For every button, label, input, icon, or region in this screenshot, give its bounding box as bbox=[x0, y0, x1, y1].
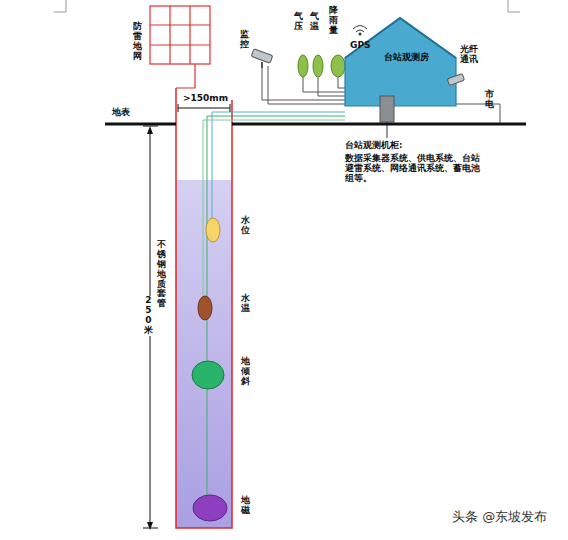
steel-casing bbox=[176, 88, 232, 528]
tilt-sensor bbox=[192, 361, 224, 389]
house-box: 台站观测房 bbox=[383, 52, 429, 62]
magnetic-sensor bbox=[193, 495, 227, 521]
part-label: 防雷地网 bbox=[133, 22, 142, 62]
part-label: 水位 bbox=[241, 216, 250, 236]
part-label: >150mm bbox=[183, 93, 228, 103]
part-label: 不锈钢地质套管 bbox=[157, 240, 166, 309]
part-label: 降雨量 bbox=[329, 6, 338, 36]
station-house bbox=[345, 18, 465, 138]
part-label: 光纤通讯 bbox=[460, 44, 478, 65]
part-label: 地倾斜 bbox=[241, 357, 250, 387]
part-label: 台站观测机柜: bbox=[345, 141, 402, 151]
water-level-sensor bbox=[206, 218, 220, 242]
part-label: GPS bbox=[350, 40, 370, 50]
watermark: 头条 @东坡发布 bbox=[452, 510, 547, 525]
part-label: 地磁 bbox=[241, 496, 250, 516]
part-label: 水温 bbox=[241, 294, 250, 314]
camera-symbol bbox=[251, 49, 273, 68]
part-label: 250米 bbox=[144, 296, 153, 336]
house-label: 台站观测房 bbox=[383, 52, 429, 62]
part-label: 监控 bbox=[240, 30, 249, 50]
part-label: 市电 bbox=[485, 90, 494, 110]
part-label: 数据采集器系统、供电系统、台站避雷系统、网络通讯系统、蓄电池组等。 bbox=[345, 154, 485, 183]
water-temp-sensor bbox=[198, 296, 212, 320]
part-label: 气压 bbox=[294, 12, 303, 32]
part-label: 气温 bbox=[310, 12, 319, 32]
lightning-grid bbox=[150, 6, 210, 88]
part-label: 地表 bbox=[112, 107, 130, 117]
